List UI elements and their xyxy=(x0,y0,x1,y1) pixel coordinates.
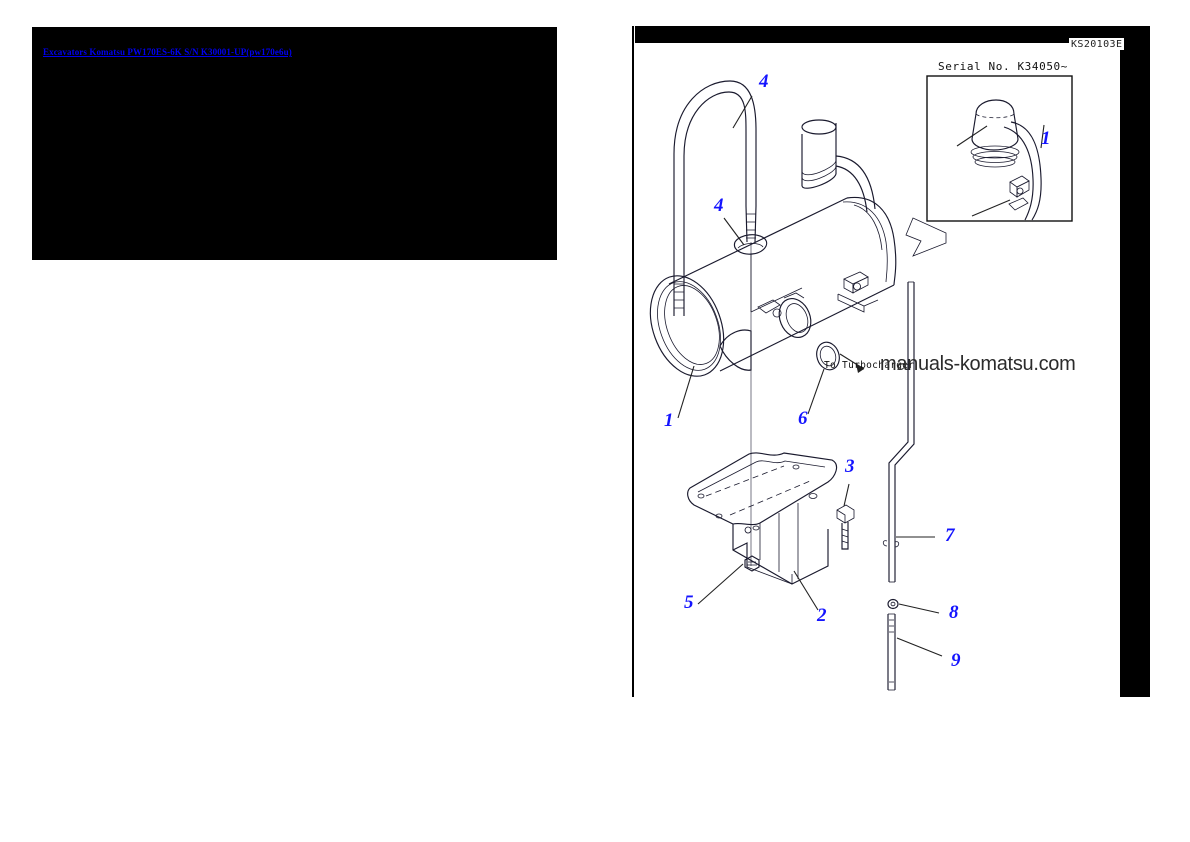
part-5-nut xyxy=(744,555,760,572)
parts-catalog-link[interactable]: Excavators Komatsu PW170ES-6K S/N K30001… xyxy=(43,47,292,57)
part-3-bolt xyxy=(836,504,855,550)
callout-5: 5 xyxy=(684,592,694,613)
part-1-air-cleaner-body xyxy=(649,119,947,377)
callout-2: 2 xyxy=(816,605,827,626)
sheet-border-left xyxy=(632,26,634,697)
inset-serial-variant: Serial No. K34050~ xyxy=(926,60,1073,222)
callout-leaders xyxy=(677,95,943,657)
part-4-hose-loose xyxy=(673,80,757,316)
part-2-support-bracket xyxy=(687,452,838,585)
callout-1: 1 xyxy=(664,410,674,431)
left-black-panel: Excavators Komatsu PW170ES-6K S/N K30001… xyxy=(32,27,557,260)
callout-4a: 4 xyxy=(758,71,769,92)
callout-6: 6 xyxy=(798,408,808,429)
to-turbocharger-label: To Turbocharger xyxy=(824,360,914,371)
sheet-bar-top xyxy=(635,26,1150,43)
part-9-strap xyxy=(887,613,896,691)
callout-8: 8 xyxy=(949,602,959,623)
inset-title-label: Serial No. K34050~ xyxy=(938,60,1068,73)
exploded-parts-illustration: To Turbocharger xyxy=(649,60,1073,691)
callout-9: 9 xyxy=(951,650,961,671)
part-6-o-ring xyxy=(816,341,840,371)
part-8-grommet xyxy=(887,598,899,610)
drawing-number-label: KS20103E xyxy=(1069,38,1125,50)
drawing-sheet: KS20103E xyxy=(632,26,1150,698)
callout-7: 7 xyxy=(945,525,956,546)
callout-inset-1: 1 xyxy=(1041,128,1051,149)
callout-3: 3 xyxy=(844,456,855,477)
restriction-indicator xyxy=(837,271,879,313)
part-7-rod xyxy=(882,281,915,583)
callout-4b: 4 xyxy=(713,195,724,216)
to-turbocharger-note: To Turbocharger xyxy=(824,353,914,373)
sheet-bar-right xyxy=(1120,26,1150,697)
